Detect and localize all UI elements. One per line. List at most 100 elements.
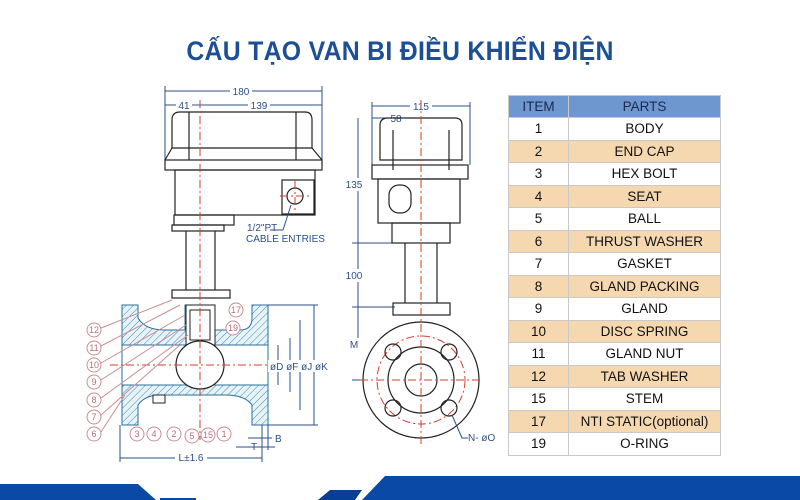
callout-8: 8 bbox=[86, 334, 189, 408]
part-name: GLAND NUT bbox=[568, 342, 721, 366]
svg-text:41: 41 bbox=[178, 101, 190, 112]
table-header-row: ITEM PARTS bbox=[508, 95, 721, 118]
svg-text:135: 135 bbox=[346, 180, 363, 191]
header-item: ITEM bbox=[508, 95, 569, 118]
svg-text:T: T bbox=[251, 442, 257, 453]
callout-12: 12 bbox=[86, 299, 173, 338]
callout-4: 4 bbox=[146, 426, 162, 442]
actuator bbox=[164, 111, 323, 232]
callout-5: 5 bbox=[184, 428, 200, 444]
item-number: 9 bbox=[508, 297, 569, 321]
svg-text:2: 2 bbox=[171, 429, 176, 439]
item-number: 10 bbox=[508, 319, 569, 343]
callout-11: 11 bbox=[86, 304, 181, 356]
part-name: THRUST WASHER bbox=[568, 229, 721, 253]
callout-15: 15 bbox=[200, 427, 216, 443]
callouts: 12 11 10 9 8 7 6 3 4 2 5 15 1 17 19 bbox=[86, 299, 244, 444]
svg-text:139: 139 bbox=[251, 101, 268, 112]
part-name: HEX BOLT bbox=[568, 162, 721, 186]
svg-text:CABLE ENTRIES: CABLE ENTRIES bbox=[246, 234, 325, 245]
svg-text:1/2"PT: 1/2"PT bbox=[247, 223, 277, 234]
item-number: 8 bbox=[508, 274, 569, 298]
side-view: 115 58 135 100 M N- øO bbox=[344, 100, 495, 445]
part-name: GASKET bbox=[568, 252, 721, 276]
page-title: CẤU TẠO VAN BI ĐIỀU KHIỂN ĐIỆN bbox=[186, 36, 614, 66]
svg-text:3: 3 bbox=[134, 429, 139, 439]
diameter-dimensions: øD øF øJ øK bbox=[268, 304, 330, 426]
svg-text:M: M bbox=[350, 340, 358, 351]
part-name: BODY bbox=[568, 117, 721, 141]
svg-text:5: 5 bbox=[189, 431, 194, 441]
svg-text:1: 1 bbox=[221, 429, 226, 439]
svg-text:B: B bbox=[275, 434, 282, 445]
part-name: END CAP bbox=[568, 139, 721, 163]
svg-text:N- øO: N- øO bbox=[468, 433, 495, 444]
svg-text:8: 8 bbox=[91, 395, 96, 405]
item-number: 17 bbox=[508, 409, 569, 433]
svg-text:9: 9 bbox=[91, 377, 96, 387]
front-view: 180 41 139 1/2"PT CABLE ENTRIES bbox=[86, 85, 330, 464]
svg-text:L±1.6: L±1.6 bbox=[179, 453, 204, 464]
part-name: STEM bbox=[568, 387, 721, 411]
callout-10: 10 bbox=[86, 314, 186, 373]
svg-text:100: 100 bbox=[346, 271, 363, 282]
callout-1: 1 bbox=[216, 426, 232, 442]
svg-text:øD øF øJ øK: øD øF øJ øK bbox=[270, 362, 328, 373]
item-number: 1 bbox=[508, 117, 569, 141]
dimension-180: 180 bbox=[164, 85, 323, 160]
item-number: 5 bbox=[508, 207, 569, 231]
svg-text:17: 17 bbox=[231, 305, 241, 315]
item-number: 12 bbox=[508, 364, 569, 388]
svg-text:12: 12 bbox=[89, 325, 99, 335]
item-number: 11 bbox=[508, 342, 569, 366]
svg-text:11: 11 bbox=[89, 343, 98, 353]
item-number: 15 bbox=[508, 387, 569, 411]
bolt-holes bbox=[384, 343, 458, 417]
part-name: GLAND PACKING bbox=[568, 274, 721, 298]
header-parts: PARTS bbox=[568, 95, 721, 118]
dimension-41-139: 41 139 bbox=[165, 99, 322, 112]
item-number: 2 bbox=[508, 139, 569, 163]
item-number: 3 bbox=[508, 162, 569, 186]
item-number: 7 bbox=[508, 252, 569, 276]
svg-text:58: 58 bbox=[390, 114, 402, 125]
svg-text:15: 15 bbox=[203, 430, 213, 440]
svg-text:7: 7 bbox=[91, 412, 96, 422]
svg-text:4: 4 bbox=[151, 429, 156, 439]
part-name: GLAND bbox=[568, 297, 721, 321]
callout-6: 6 bbox=[86, 394, 126, 442]
callout-2: 2 bbox=[166, 426, 182, 442]
callout-19: 19 bbox=[225, 320, 241, 336]
stem-shaft bbox=[171, 231, 231, 299]
part-name: NTI STATIC(optional) bbox=[568, 409, 721, 433]
svg-text:6: 6 bbox=[91, 429, 96, 439]
part-name: DISC SPRING bbox=[568, 319, 721, 343]
part-name: SEAT bbox=[568, 184, 721, 208]
svg-text:10: 10 bbox=[89, 360, 99, 370]
item-number: 19 bbox=[508, 432, 569, 456]
item-number: 4 bbox=[508, 184, 569, 208]
callout-7: 7 bbox=[86, 344, 181, 425]
part-name: BALL bbox=[568, 207, 721, 231]
part-name: O-RING bbox=[568, 432, 721, 456]
callout-9: 9 bbox=[86, 324, 187, 390]
callout-3: 3 bbox=[129, 426, 145, 442]
ball bbox=[175, 340, 225, 390]
footer-decoration bbox=[0, 476, 800, 500]
callout-17: 17 bbox=[228, 302, 244, 318]
